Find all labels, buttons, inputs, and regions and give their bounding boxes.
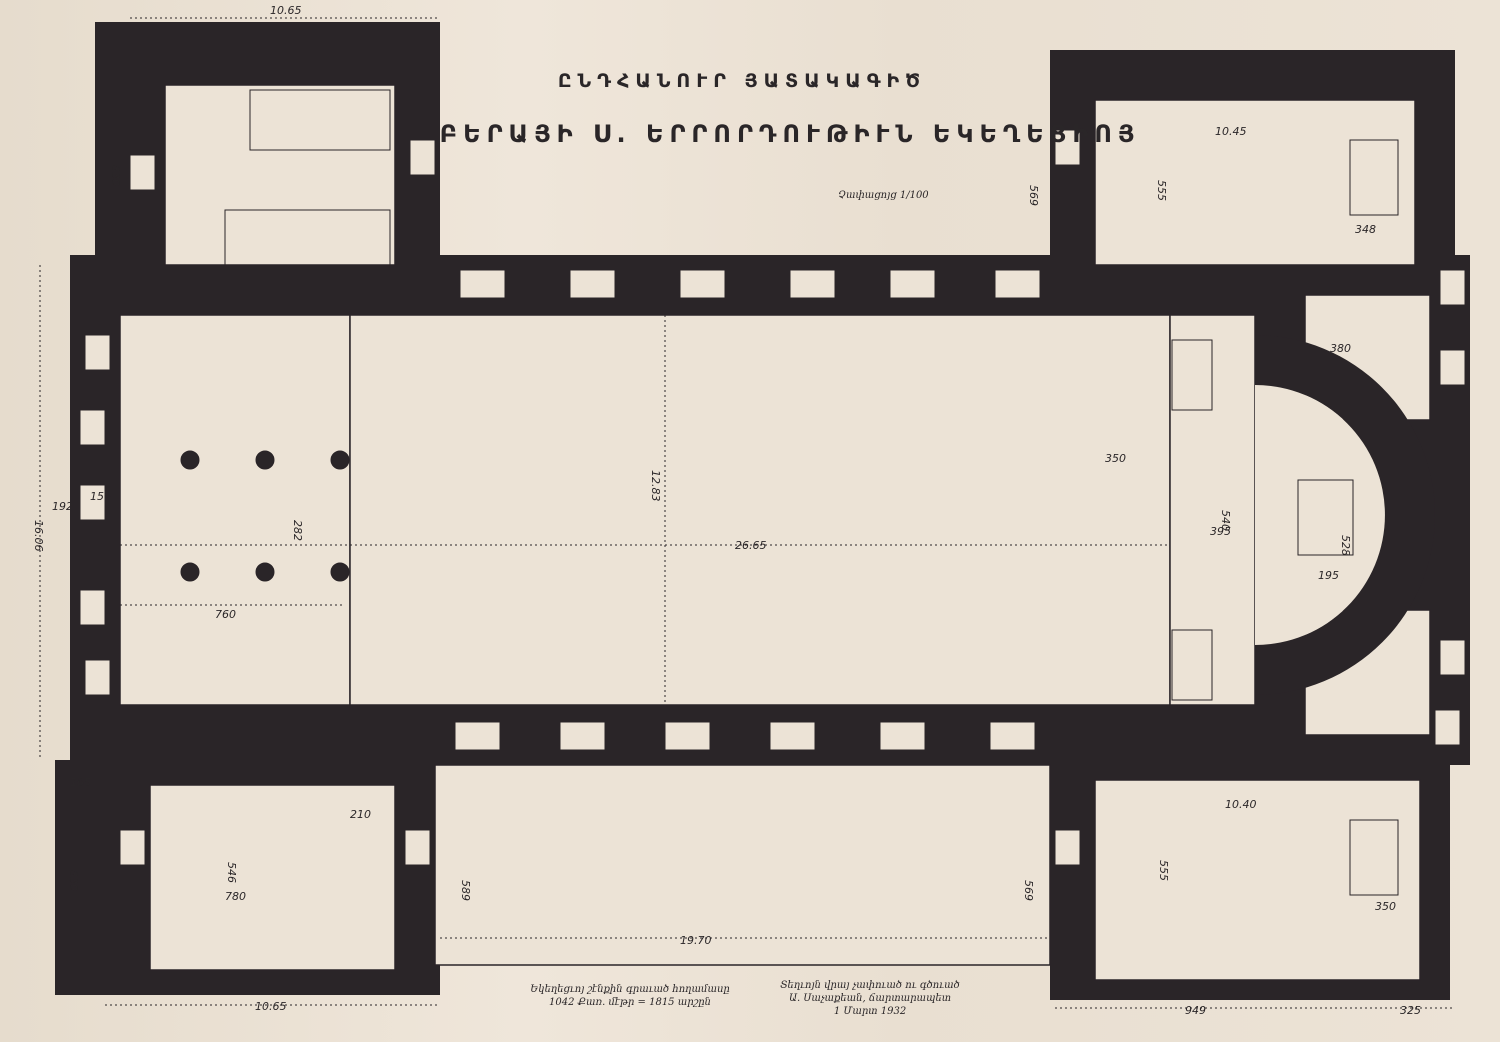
window-bay: [79, 484, 106, 521]
dimension-label: 210: [350, 808, 371, 821]
caption-author-date: 1 Մարտ 1932: [833, 1006, 907, 1017]
dimension-label: 395: [1210, 525, 1231, 538]
window-bays: [79, 129, 1466, 866]
window-bay: [129, 154, 156, 191]
scale-label: Չափացոյց 1/100: [838, 190, 929, 201]
dimension-lines: [39, 17, 1455, 1009]
dimension-label: 540: [1219, 510, 1232, 531]
dimension-label: 380: [1330, 342, 1351, 355]
room-nave: [349, 314, 1171, 706]
dimension-label: 12.83: [649, 470, 662, 502]
dimension-label: 760: [215, 608, 236, 621]
window-bay: [989, 721, 1036, 751]
window-bay: [769, 721, 816, 751]
dimension-label: 16.06: [32, 520, 45, 552]
dimension-label: 555: [1157, 860, 1170, 881]
caption-area-line-2: 1042 Քառ. մէթր = 1815 արշըն: [549, 997, 711, 1008]
window-bay: [119, 829, 146, 866]
dimension-label: 195: [1318, 569, 1339, 582]
dimension-label: 780: [225, 890, 246, 903]
window-bay: [404, 829, 431, 866]
dimension-label: 192: [52, 500, 73, 513]
dimension-label: 165: [70, 776, 91, 789]
columns: [180, 450, 350, 582]
dimension-label: 589: [459, 880, 472, 901]
dimension-label: 555: [1155, 180, 1168, 201]
dimension-label: 26.65: [735, 539, 767, 552]
window-bay: [1439, 269, 1466, 306]
window-bay: [1434, 709, 1461, 746]
room-ne: [1094, 99, 1416, 266]
window-bay: [1439, 639, 1466, 676]
window-bay: [789, 269, 836, 299]
window-bay: [79, 409, 106, 446]
room-stair-tower-nw: [164, 84, 396, 266]
apse-wall: [1255, 335, 1435, 695]
dimension-label: 350: [1105, 452, 1126, 465]
window-bay: [1054, 829, 1081, 866]
window-bay: [459, 269, 506, 299]
window-bay: [79, 589, 106, 626]
dimension-label: 546: [225, 862, 238, 883]
plan-subtitle: ԲԵՐԱՅԻ Ս. ԵՐՐՈՐԴՈՒԹԻՒՆ ԵԿԵՂԵՑԻՈՅ: [439, 120, 1141, 148]
dimension-label: 830: [109, 165, 122, 186]
caption-author-line-1: Տեղւոյն վրայ չափուած ու գծուած: [780, 980, 960, 991]
dimension-label: 282: [291, 520, 304, 541]
dimension-label: 528: [1339, 535, 1352, 556]
dimension-label: 10.65: [270, 4, 302, 17]
caption-area: Եկեղեցւոյ շէնքին գրաւած հողամասը 1042 Քա…: [525, 983, 735, 1009]
room-courtyard: [434, 764, 1051, 966]
dimension-label: 949: [1185, 1004, 1206, 1017]
dimension-label: 830: [67, 870, 80, 891]
window-bay: [84, 334, 111, 371]
window-bay: [454, 721, 501, 751]
window-bay: [1439, 349, 1466, 386]
dimension-label: 325: [1400, 1004, 1421, 1017]
window-bay: [889, 269, 936, 299]
room-sw: [149, 784, 396, 971]
dimension-label: 350: [1375, 900, 1396, 913]
window-bay: [1054, 129, 1081, 166]
window-bay: [679, 269, 726, 299]
dimension-label: 569: [1022, 880, 1035, 901]
window-bay: [559, 721, 606, 751]
window-bay: [84, 659, 111, 696]
dimension-label: 348: [1355, 223, 1376, 236]
caption-area-line-1: Եկեղեցւոյ շէնքին գրաւած հողամասը: [530, 984, 730, 995]
window-bay: [569, 269, 616, 299]
dimension-label: 10.65: [255, 1000, 287, 1013]
caption-author-line-2: Ա. Սաչաքեան, ճարտարապետ: [788, 993, 952, 1004]
dimension-label: 150: [90, 490, 111, 503]
dimension-label: 569: [1027, 185, 1040, 206]
dimension-label: 10.40: [1225, 798, 1257, 811]
dimension-label: 19.70: [680, 934, 712, 947]
dimension-label: 10.45: [1215, 125, 1247, 138]
window-bay: [664, 721, 711, 751]
apse-interior: [1255, 385, 1385, 645]
caption-author: Տեղւոյն վրայ չափուած ու գծուած Ա. Սաչաքե…: [760, 979, 980, 1018]
window-bay: [409, 139, 436, 176]
room-narthex: [119, 314, 351, 706]
room-se: [1094, 779, 1421, 981]
window-bay: [994, 269, 1041, 299]
stairs: [224, 89, 1399, 896]
rooms: [119, 84, 1431, 981]
plan-title: ԸՆԴՀԱՆՈՒՐ ՅԱՏԱԿԱԳԻԾ: [557, 70, 927, 92]
window-bay: [879, 721, 926, 751]
